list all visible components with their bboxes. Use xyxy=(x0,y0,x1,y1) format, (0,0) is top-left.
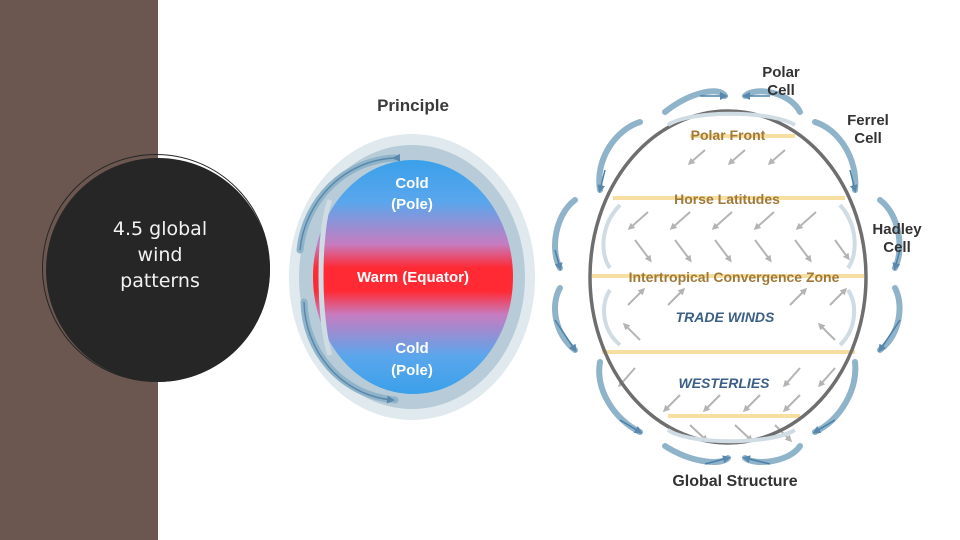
principle-panel: Principle Cold (Pole) Warm (Equator) Col… xyxy=(289,96,535,420)
slide-title-line-3: patterns xyxy=(120,270,200,292)
label-hadley-cell-2: Cell xyxy=(883,239,911,256)
label-ferrel-cell-2: Cell xyxy=(854,130,882,147)
global-structure-caption: Global Structure xyxy=(672,473,797,490)
label-westerlies: WESTERLIES xyxy=(678,375,770,391)
principle-arrow-bottom-line xyxy=(303,301,395,404)
principle-earth xyxy=(313,160,513,394)
global-panel: Polar Front Horse Latitudes Intertropica… xyxy=(552,64,922,490)
label-polar-cell-2: Cell xyxy=(767,82,795,99)
label-polar-cell-1: Polar xyxy=(762,64,800,81)
principle-cold-bottom-1: Cold xyxy=(395,340,428,357)
slide-title: 4.5 global wind patterns xyxy=(60,216,260,294)
slide-title-line-2: wind xyxy=(137,244,183,266)
principle-cold-bottom-2: (Pole) xyxy=(391,362,433,379)
label-ferrel-cell-1: Ferrel xyxy=(847,112,889,129)
inner-loops xyxy=(601,111,857,444)
label-horse-latitudes: Horse Latitudes xyxy=(674,191,780,207)
label-trade-winds: TRADE WINDS xyxy=(676,309,775,325)
label-itcz: Intertropical Convergence Zone xyxy=(629,269,840,285)
principle-warm-equator: Warm (Equator) xyxy=(357,269,469,286)
slide-title-line-1: 4.5 global xyxy=(112,218,208,240)
principle-arrow-top-line xyxy=(299,153,401,251)
principle-cold-top-1: Cold xyxy=(395,175,428,192)
label-polar-front: Polar Front xyxy=(691,127,766,143)
principle-cold-top-2: (Pole) xyxy=(391,196,433,213)
title-circle xyxy=(46,158,270,382)
principle-heading: Principle xyxy=(377,96,449,115)
principle-inner-return xyxy=(318,199,333,356)
label-hadley-cell-1: Hadley xyxy=(872,221,922,238)
surface-winds xyxy=(618,149,850,443)
circulation-cell-heads xyxy=(554,92,901,465)
